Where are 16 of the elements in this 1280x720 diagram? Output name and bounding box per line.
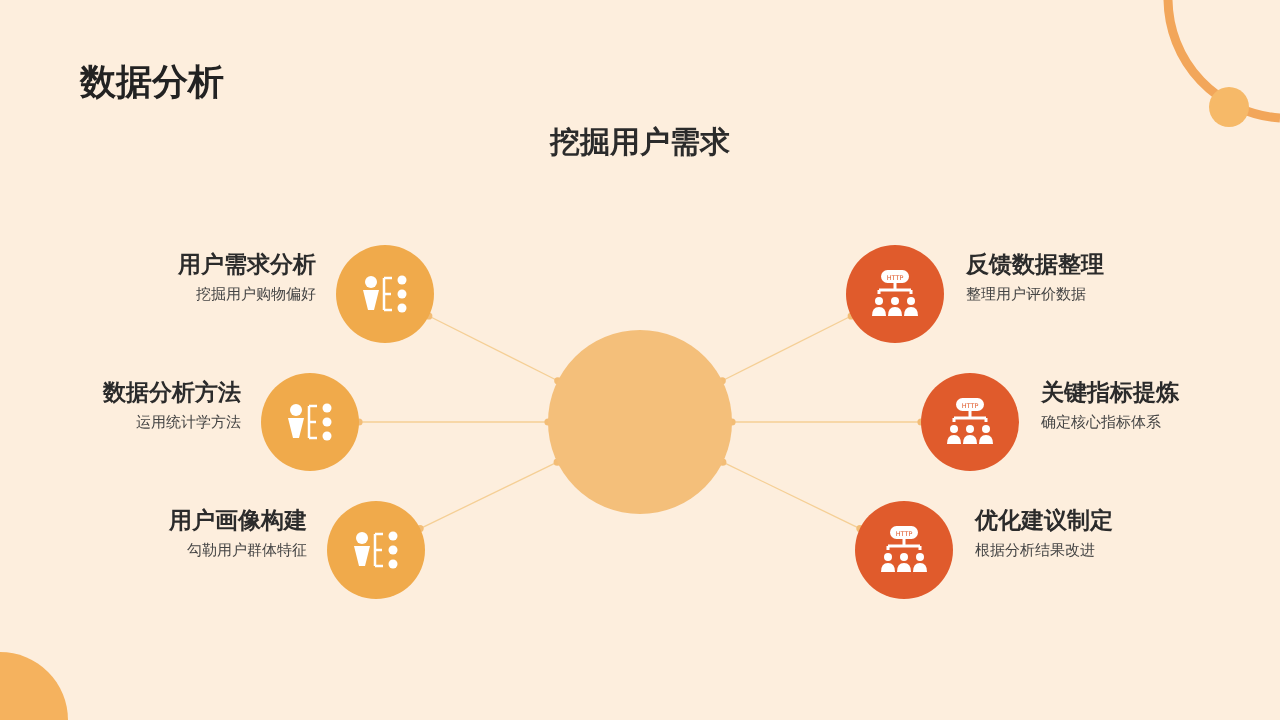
connector-line <box>425 312 562 385</box>
topic-description: 勾勒用户群体特征 <box>187 541 307 560</box>
connector-line <box>718 312 855 385</box>
topic-description: 整理用户评价数据 <box>966 285 1086 304</box>
topic-description: 根据分析结果改进 <box>975 541 1095 560</box>
topic-heading: 优化建议制定 <box>975 506 1113 535</box>
topic-description: 挖掘用户购物偏好 <box>196 285 316 304</box>
topic-heading: 反馈数据整理 <box>966 250 1104 279</box>
topic-heading: 关键指标提炼 <box>1041 378 1179 407</box>
subtitle: 挖掘用户需求 <box>548 123 731 161</box>
topic-description: 运用统计学方法 <box>136 413 241 432</box>
topic-heading: 用户画像构建 <box>169 506 307 535</box>
topic-description: 确定核心指标体系 <box>1041 413 1161 432</box>
topic-heading: 用户需求分析 <box>178 250 316 279</box>
title: 数据分析 <box>80 60 224 104</box>
topic-heading: 数据分析方法 <box>103 378 241 407</box>
